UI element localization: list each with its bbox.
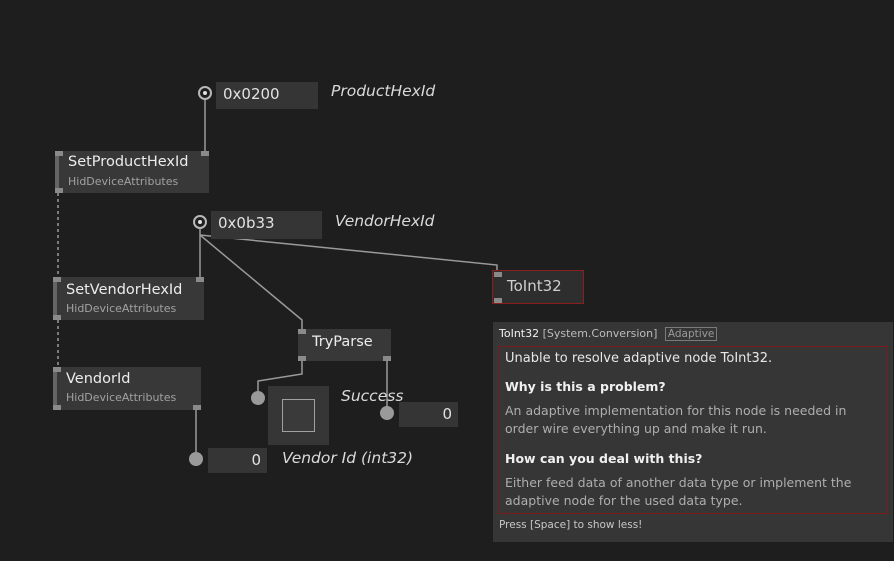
set-product-hex-node[interactable]: SetProductHexId HidDeviceAttributes bbox=[55, 151, 209, 193]
node-title: ToInt32 bbox=[507, 277, 562, 295]
parse-value-text: 0 bbox=[442, 405, 452, 423]
output-pin[interactable] bbox=[383, 356, 391, 361]
tooltip-error-box: Unable to resolve adaptive node ToInt32.… bbox=[498, 346, 888, 514]
set-vendor-hex-node[interactable]: SetVendorHexId HidDeviceAttributes bbox=[53, 277, 204, 320]
node-category: HidDeviceAttributes bbox=[68, 175, 179, 188]
node-title: SetVendorHexId bbox=[66, 282, 183, 298]
vendor-int-output[interactable]: 0 bbox=[208, 448, 267, 473]
product-hex-label: ProductHexId bbox=[331, 82, 436, 100]
input-pin[interactable] bbox=[53, 367, 61, 372]
tooltip-answer-1-line-1: An adaptive implementation for this node… bbox=[505, 403, 847, 418]
tooltip-header: ToInt32 [System.Conversion] Adaptive bbox=[499, 327, 718, 341]
input-pin[interactable] bbox=[55, 151, 63, 156]
vendor-id-node[interactable]: VendorId HidDeviceAttributes bbox=[53, 367, 201, 410]
tooltip-footer: Press [Space] to show less! bbox=[499, 519, 643, 531]
vendor-int-pin[interactable] bbox=[189, 452, 203, 466]
vendor-hex-pin[interactable] bbox=[193, 215, 207, 229]
try-parse-node[interactable]: TryParse bbox=[298, 329, 391, 361]
input-pin[interactable] bbox=[494, 272, 502, 277]
input-pin[interactable] bbox=[298, 329, 306, 334]
node-tooltip: ToInt32 [System.Conversion] Adaptive Una… bbox=[493, 322, 893, 542]
tooltip-answer-2-line-2: adaptive node for the used data type. bbox=[505, 493, 743, 508]
input-pin[interactable] bbox=[201, 151, 209, 156]
vendor-hex-input[interactable]: 0x0b33 bbox=[211, 211, 322, 239]
vendor-int-value: 0 bbox=[251, 451, 261, 469]
node-state-bar bbox=[55, 151, 59, 193]
success-label: Success bbox=[341, 387, 404, 405]
tooltip-question-2: How can you deal with this? bbox=[505, 451, 703, 466]
vendor-hex-label: VendorHexId bbox=[335, 212, 435, 230]
output-pin[interactable] bbox=[494, 298, 502, 303]
vendor-int-label: Vendor Id (int32) bbox=[282, 449, 414, 467]
to-int32-node[interactable]: ToInt32 bbox=[492, 270, 584, 304]
wire-vendor-hex-toint bbox=[199, 234, 498, 272]
success-pin[interactable] bbox=[251, 391, 265, 405]
wire-vendor-hex-tryparse bbox=[199, 234, 303, 331]
adaptive-badge: Adaptive bbox=[664, 327, 718, 341]
input-pin[interactable] bbox=[196, 277, 204, 282]
output-pin[interactable] bbox=[55, 188, 63, 193]
tooltip-question-1: Why is this a problem? bbox=[505, 379, 666, 394]
product-hex-input[interactable]: 0x0200 bbox=[216, 82, 318, 109]
output-pin[interactable] bbox=[53, 405, 61, 410]
output-pin[interactable] bbox=[298, 356, 306, 361]
parse-value-pin[interactable] bbox=[380, 406, 394, 420]
success-toggle-box bbox=[282, 399, 315, 432]
node-category: HidDeviceAttributes bbox=[66, 391, 177, 404]
node-state-bar bbox=[53, 277, 57, 320]
output-pin[interactable] bbox=[193, 405, 201, 410]
tooltip-message: Unable to resolve adaptive node ToInt32. bbox=[505, 351, 773, 366]
input-pin[interactable] bbox=[53, 277, 61, 282]
node-title: SetProductHexId bbox=[68, 154, 189, 170]
tooltip-answer-1-line-2: order wire everything up and make it run… bbox=[505, 421, 767, 436]
product-hex-pin[interactable] bbox=[198, 86, 212, 100]
tooltip-answer-2-line-1: Either feed data of another data type or… bbox=[505, 475, 852, 490]
output-pin[interactable] bbox=[53, 315, 61, 320]
node-state-bar bbox=[53, 367, 57, 410]
success-toggle[interactable] bbox=[268, 386, 329, 445]
vendor-hex-value: 0x0b33 bbox=[218, 214, 275, 232]
parse-value-output[interactable]: 0 bbox=[399, 402, 458, 427]
tooltip-node-name: ToInt32 bbox=[499, 327, 540, 340]
product-hex-value: 0x0200 bbox=[223, 85, 280, 103]
node-category: HidDeviceAttributes bbox=[66, 302, 177, 315]
node-title: TryParse bbox=[312, 334, 373, 350]
node-title: VendorId bbox=[66, 371, 131, 387]
wire-tryparse-result bbox=[257, 360, 303, 392]
tooltip-namespace: [System.Conversion] bbox=[542, 327, 658, 340]
